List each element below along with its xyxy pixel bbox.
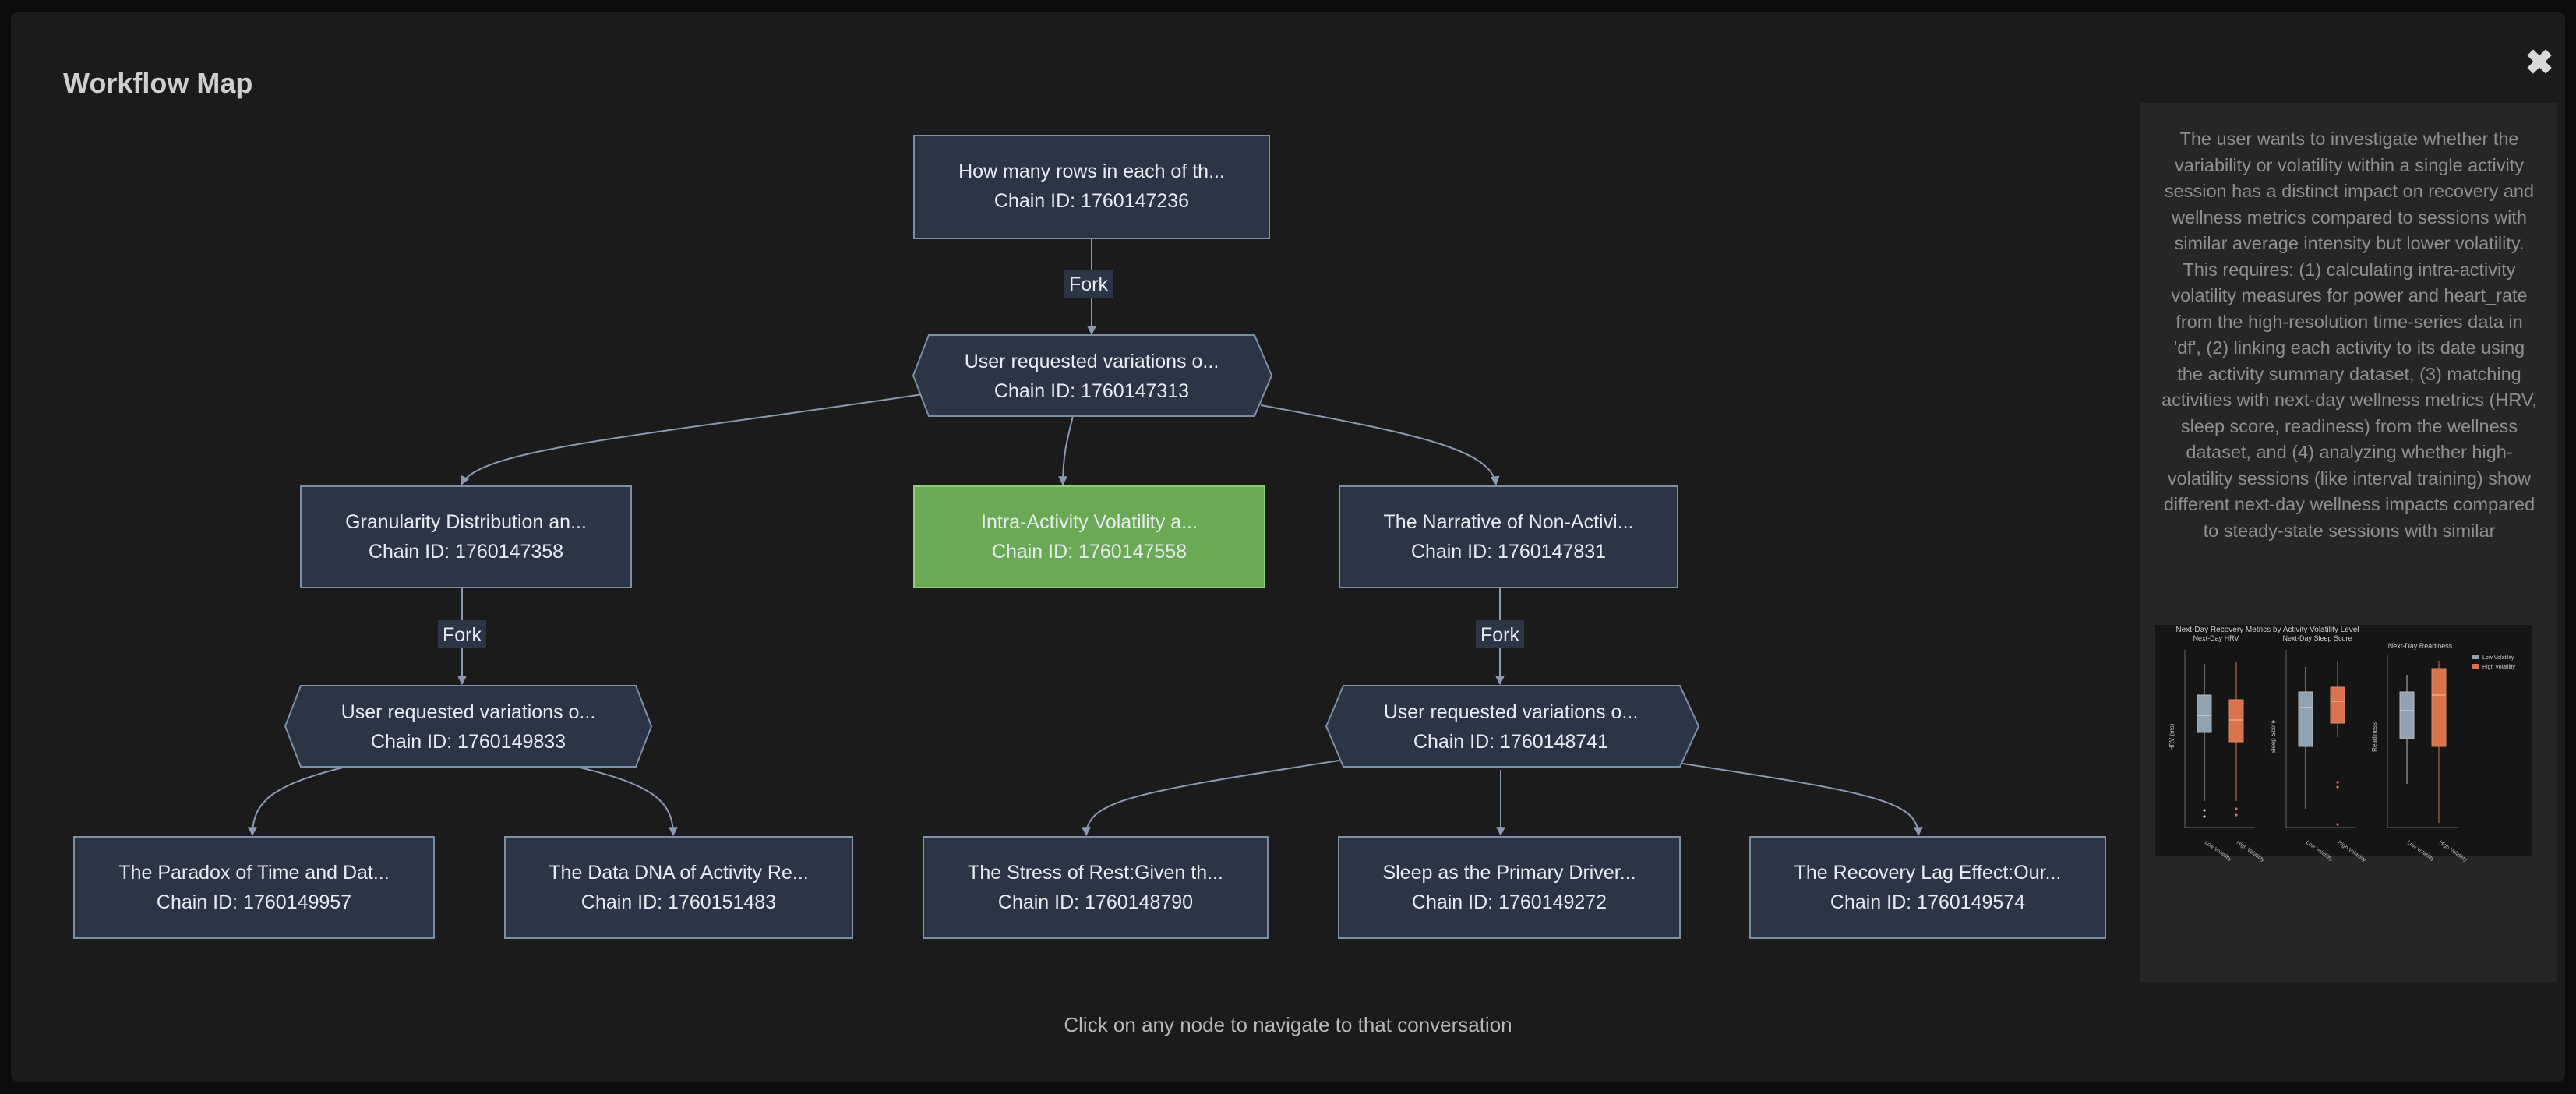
edge-var2-paradox xyxy=(248,765,350,837)
svg-text:The Narrative of Non-Activi...: The Narrative of Non-Activi... xyxy=(1384,511,1634,533)
svg-text:Chain ID: 1760149957: Chain ID: 1760149957 xyxy=(157,891,351,913)
node-sleep-driver[interactable]: Sleep as the Primary Driver... Chain ID:… xyxy=(1338,836,1681,939)
svg-text:Next-Day Sleep Score: Next-Day Sleep Score xyxy=(2282,634,2352,642)
hrv-low-box xyxy=(2197,664,2212,818)
footer-hint: Click on any node to navigate to that co… xyxy=(1064,1013,1512,1036)
svg-text:Chain ID: 1760147358: Chain ID: 1760147358 xyxy=(369,541,563,563)
svg-text:Next-Day Readiness: Next-Day Readiness xyxy=(2388,642,2453,650)
svg-text:Low Volatility: Low Volatility xyxy=(2482,655,2514,661)
node-stress-of-rest[interactable]: The Stress of Rest:Given th... Chain ID:… xyxy=(923,836,1269,939)
svg-text:Chain ID: 1760149833: Chain ID: 1760149833 xyxy=(371,731,566,753)
svg-text:Intra-Activity Volatility a...: Intra-Activity Volatility a... xyxy=(981,511,1198,533)
graph-edges xyxy=(248,239,1923,837)
edge-var1-granularity xyxy=(461,393,923,486)
svg-text:Chain ID: 1760149272: Chain ID: 1760149272 xyxy=(1412,891,1607,913)
svg-text:Fork: Fork xyxy=(443,624,482,646)
svg-text:Readiness: Readiness xyxy=(2371,722,2378,752)
svg-text:Chain ID: 1760151483: Chain ID: 1760151483 xyxy=(581,891,776,913)
edge-var1-narrative xyxy=(1260,404,1500,486)
node-paradox[interactable]: The Paradox of Time and Dat... Chain ID:… xyxy=(73,836,435,939)
node-narrative[interactable]: The Narrative of Non-Activi... Chain ID:… xyxy=(1339,485,1678,588)
details-panel: The user wants to investigate whether th… xyxy=(2140,103,2557,982)
svg-text:Chain ID: 1760147558: Chain ID: 1760147558 xyxy=(992,541,1187,563)
svg-text:HRV (ms): HRV (ms) xyxy=(2168,723,2175,750)
node-intra-activity[interactable]: Intra-Activity Volatility a... Chain ID:… xyxy=(913,485,1265,588)
edge-var2-datadna xyxy=(573,765,678,837)
svg-text:High Volatility: High Volatility xyxy=(2482,665,2516,670)
svg-text:Chain ID: 1760147236: Chain ID: 1760147236 xyxy=(994,190,1189,212)
svg-text:How many rows in each of th...: How many rows in each of th... xyxy=(958,161,1225,182)
workflow-map-modal: Workflow Map ✖ Fork F xyxy=(11,12,2565,1082)
svg-text:Fork: Fork xyxy=(1480,624,1520,646)
panel-description: The user wants to investigate whether th… xyxy=(2161,129,2537,541)
sleep-low-box xyxy=(2298,667,2313,809)
readiness-low-box xyxy=(2399,675,2415,784)
thumbnail-legend: Low Volatility High Volatility xyxy=(2472,655,2516,670)
svg-text:User requested variations o...: User requested variations o... xyxy=(1384,701,1639,723)
node-recovery-lag[interactable]: The Recovery Lag Effect:Our... Chain ID:… xyxy=(1749,836,2106,939)
svg-text:User requested variations o...: User requested variations o... xyxy=(965,351,1219,372)
svg-text:Next-Day HRV: Next-Day HRV xyxy=(2193,634,2239,642)
edge-var3-stress xyxy=(1082,760,1339,837)
svg-text:Sleep Score: Sleep Score xyxy=(2270,720,2277,754)
node-data-dna[interactable]: The Data DNA of Activity Re... Chain ID:… xyxy=(504,836,853,939)
svg-text:Chain ID: 1760148741: Chain ID: 1760148741 xyxy=(1413,731,1608,753)
svg-text:Sleep as the Primary Driver...: Sleep as the Primary Driver... xyxy=(1382,862,1636,884)
node-variations-3[interactable]: User requested variations o... Chain ID:… xyxy=(1325,685,1700,768)
fork-label-2: Fork xyxy=(438,620,486,648)
workflow-graph: Fork Fork Fork How many rows in each of … xyxy=(73,103,2557,982)
hrv-high-box xyxy=(2228,662,2244,817)
readiness-high-box xyxy=(2431,661,2447,823)
svg-text:The Data DNA of Activity Re...: The Data DNA of Activity Re... xyxy=(549,862,808,884)
svg-text:Chain ID: 1760149574: Chain ID: 1760149574 xyxy=(1830,891,2025,913)
svg-text:The Stress of Rest:Given th...: The Stress of Rest:Given th... xyxy=(968,862,1223,884)
node-root[interactable]: How many rows in each of th... Chain ID:… xyxy=(913,135,1270,239)
node-variations-1[interactable]: User requested variations o... Chain ID:… xyxy=(912,334,1273,417)
node-granularity[interactable]: Granularity Distribution an... Chain ID:… xyxy=(300,485,632,588)
edge-var3-recovery xyxy=(1662,760,1923,837)
panel-thumbnail-chart[interactable]: Next-Day Recovery Metrics by Activity Vo… xyxy=(2155,625,2532,863)
svg-text:Chain ID: 1760147831: Chain ID: 1760147831 xyxy=(1411,541,1606,563)
fork-label-3: Fork xyxy=(1476,620,1524,648)
modal-title: Workflow Map xyxy=(63,67,253,99)
close-icon[interactable]: ✖ xyxy=(2525,44,2554,82)
svg-text:Granularity Distribution an...: Granularity Distribution an... xyxy=(345,511,587,533)
edge-var1-intra xyxy=(1058,415,1074,486)
svg-text:Chain ID: 1760147313: Chain ID: 1760147313 xyxy=(994,380,1189,402)
svg-text:User requested variations o...: User requested variations o... xyxy=(341,701,596,723)
svg-text:The Paradox of Time and Dat...: The Paradox of Time and Dat... xyxy=(118,862,389,884)
thumbnail-suptitle: Next-Day Recovery Metrics by Activity Vo… xyxy=(2175,626,2359,634)
svg-text:Chain ID: 1760148790: Chain ID: 1760148790 xyxy=(998,891,1193,913)
sleep-high-box xyxy=(2330,661,2345,826)
svg-text:The Recovery Lag Effect:Our...: The Recovery Lag Effect:Our... xyxy=(1794,862,2062,884)
svg-text:Fork: Fork xyxy=(1069,274,1109,295)
node-variations-2[interactable]: User requested variations o... Chain ID:… xyxy=(284,685,653,768)
fork-label-1: Fork xyxy=(1064,270,1113,298)
